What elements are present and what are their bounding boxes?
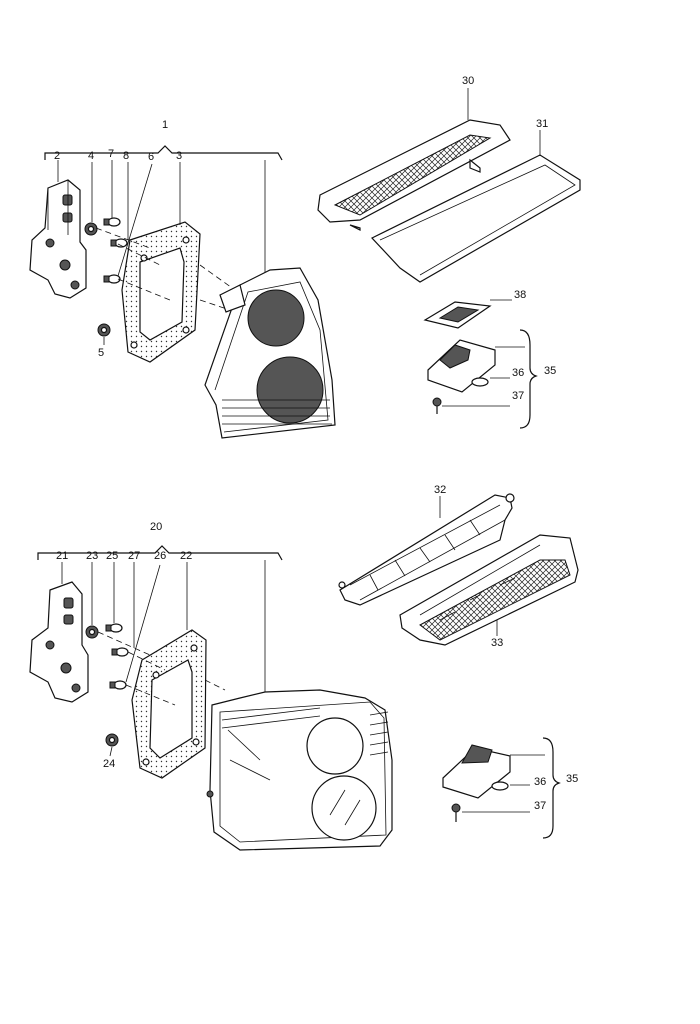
- bulb: [103, 217, 121, 227]
- third-brake-light: [317, 119, 511, 231]
- callout-8: 8: [123, 150, 129, 162]
- callout-27: 27: [128, 550, 140, 562]
- license-bulb-lower: [491, 781, 509, 791]
- bulb: [103, 274, 121, 284]
- license-light-housing: [427, 339, 496, 393]
- bulb: [110, 238, 128, 248]
- callout-25: 25: [106, 550, 118, 562]
- callout-32: 32: [434, 484, 446, 496]
- bulb-holder: [29, 179, 87, 299]
- nut: [97, 323, 111, 337]
- lower-tail-light-group: 20 21 23 25 27: [29, 521, 393, 851]
- callout-38: 38: [514, 289, 526, 301]
- callout-22: 22: [180, 550, 192, 562]
- callout-4: 4: [88, 150, 94, 162]
- callout-35-lower: 35: [566, 773, 578, 785]
- license-bulb: [471, 377, 489, 387]
- bulb-lower: [105, 623, 123, 633]
- screw: [432, 397, 442, 414]
- callout-30: 30: [462, 75, 474, 87]
- screw-lower: [451, 803, 461, 822]
- bracket-1: [44, 145, 283, 161]
- bulb-lower: [111, 647, 129, 657]
- callout-35-upper: 35: [544, 365, 556, 377]
- bulb-holder-lower: [29, 581, 89, 703]
- callout-37-lower: 37: [534, 800, 546, 812]
- gasket-lower: [131, 629, 207, 779]
- brake-light-lens-lower: [399, 534, 579, 646]
- socket: [84, 222, 98, 236]
- callout-20: 20: [150, 521, 162, 533]
- gasket: [121, 221, 201, 363]
- bracket-20: [37, 545, 283, 561]
- upper-tail-light-group: 1 2 4 7 8: [29, 119, 336, 439]
- callout-23: 23: [86, 550, 98, 562]
- socket-lower: [85, 625, 99, 639]
- callout-5: 5: [98, 347, 104, 359]
- bulb-lower: [109, 680, 127, 690]
- callout-36-lower: 36: [534, 776, 546, 788]
- tail-light-lens-lower: [206, 689, 393, 851]
- callout-6: 6: [148, 151, 154, 163]
- callout-21: 21: [56, 550, 68, 562]
- callout-33: 33: [491, 637, 503, 649]
- callout-31: 31: [536, 118, 548, 130]
- callout-3: 3: [176, 150, 182, 162]
- callout-2: 2: [54, 150, 60, 162]
- callout-36-upper: 36: [512, 367, 524, 379]
- callout-1: 1: [162, 119, 168, 131]
- brake-light-housing-lower: [338, 493, 515, 606]
- callout-37-upper: 37: [512, 390, 524, 402]
- callout-7: 7: [108, 148, 114, 160]
- callout-26: 26: [154, 550, 166, 562]
- nut-lower: [105, 733, 119, 747]
- callout-24: 24: [103, 758, 115, 770]
- tail-light-lens: [204, 267, 336, 439]
- license-light-gasket: [423, 301, 492, 329]
